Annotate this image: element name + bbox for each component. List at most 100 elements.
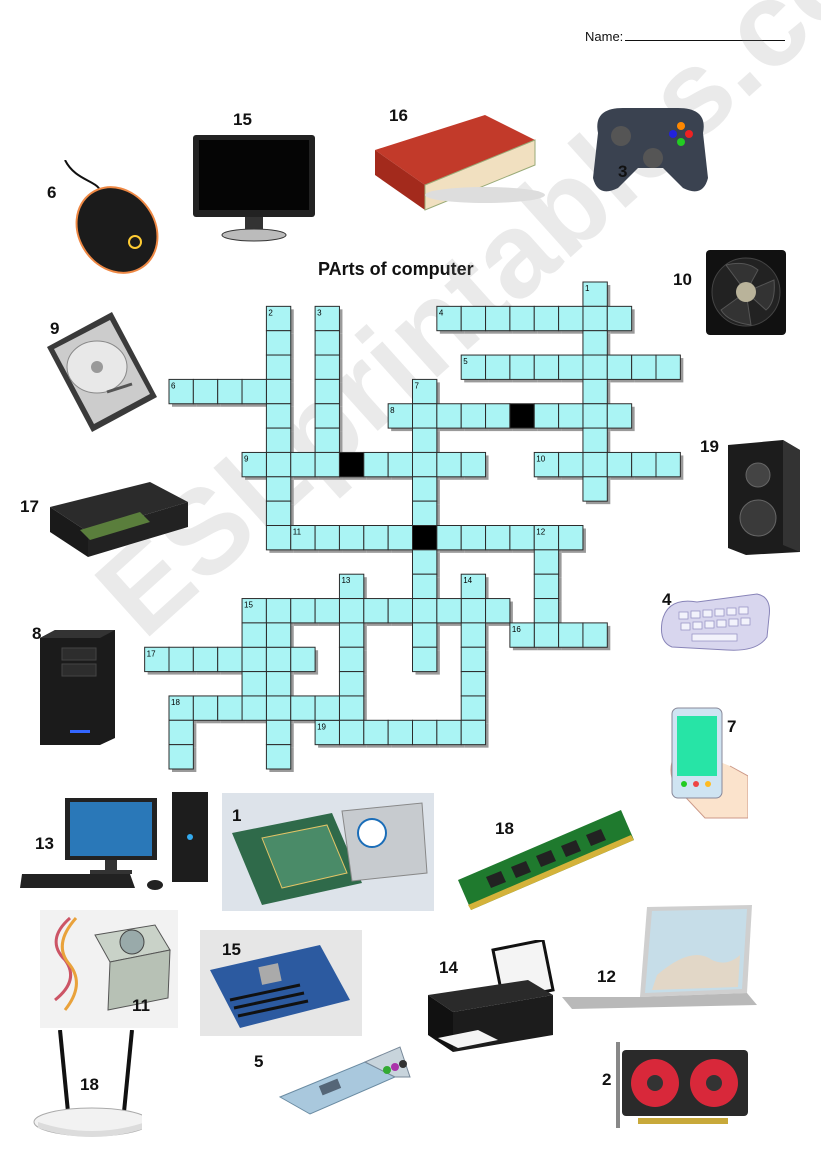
crossword-cell[interactable] xyxy=(387,719,413,746)
crossword-cell[interactable] xyxy=(314,403,340,429)
crossword-cell[interactable] xyxy=(582,354,608,380)
crossword-cell[interactable] xyxy=(241,671,267,697)
crossword-cell[interactable] xyxy=(582,476,608,502)
crossword-cell[interactable] xyxy=(265,525,292,551)
crossword-cell[interactable] xyxy=(265,622,292,648)
crossword-cell[interactable] xyxy=(290,451,316,478)
crossword-cell[interactable] xyxy=(655,451,681,478)
crossword-cell[interactable] xyxy=(460,354,487,380)
crossword-cell[interactable] xyxy=(314,525,340,551)
crossword-cell[interactable] xyxy=(631,354,657,380)
crossword-cell[interactable] xyxy=(533,573,560,600)
crossword-cell[interactable] xyxy=(265,476,292,502)
crossword-cell[interactable] xyxy=(485,598,511,624)
crossword-cell[interactable] xyxy=(265,354,292,380)
crossword-cell[interactable] xyxy=(485,525,511,551)
crossword-cell[interactable] xyxy=(314,719,340,746)
crossword-cell[interactable] xyxy=(436,403,462,429)
crossword-cell[interactable] xyxy=(314,451,340,478)
crossword-cell[interactable] xyxy=(265,500,292,526)
crossword-cell[interactable] xyxy=(338,695,365,721)
crossword-cell[interactable] xyxy=(338,671,365,697)
crossword-cell[interactable] xyxy=(338,525,365,551)
crossword-cell[interactable] xyxy=(363,719,389,746)
crossword-cell[interactable] xyxy=(558,525,584,551)
crossword-cell[interactable] xyxy=(533,403,560,429)
crossword-cell[interactable] xyxy=(412,719,438,746)
crossword-cell[interactable] xyxy=(485,403,511,429)
crossword-cell[interactable] xyxy=(168,378,194,405)
crossword-cell[interactable] xyxy=(168,719,194,746)
crossword-cell[interactable] xyxy=(460,403,487,429)
crossword-cell[interactable] xyxy=(241,451,267,478)
crossword-cell[interactable] xyxy=(582,281,608,307)
crossword-cell[interactable] xyxy=(460,719,487,746)
crossword-cell[interactable] xyxy=(290,598,316,624)
crossword-cell[interactable] xyxy=(265,744,292,770)
crossword-cell[interactable] xyxy=(363,451,389,478)
crossword-cell[interactable] xyxy=(290,525,316,551)
crossword-cell[interactable] xyxy=(314,427,340,453)
crossword-cell[interactable] xyxy=(265,330,292,356)
crossword-cell[interactable] xyxy=(412,646,438,673)
crossword-cell[interactable] xyxy=(436,525,462,551)
crossword-cell[interactable] xyxy=(533,305,560,332)
crossword-cell[interactable] xyxy=(533,354,560,380)
crossword-cell[interactable] xyxy=(533,549,560,575)
crossword-cell[interactable] xyxy=(655,354,681,380)
crossword-cell[interactable] xyxy=(436,451,462,478)
crossword-cell[interactable] xyxy=(338,598,365,624)
crossword-cell[interactable] xyxy=(582,622,608,648)
crossword-cell[interactable] xyxy=(460,671,487,697)
crossword-cell[interactable] xyxy=(460,305,487,332)
crossword-cell[interactable] xyxy=(582,427,608,453)
crossword-cell[interactable] xyxy=(314,330,340,356)
crossword-cell[interactable] xyxy=(217,378,243,405)
crossword-cell[interactable] xyxy=(265,427,292,453)
crossword-cell[interactable] xyxy=(412,573,438,600)
crossword-cell[interactable] xyxy=(314,695,340,721)
crossword-cell[interactable] xyxy=(485,305,511,332)
crossword-cell[interactable] xyxy=(412,500,438,526)
crossword-cell[interactable] xyxy=(387,598,413,624)
crossword-cell[interactable] xyxy=(387,451,413,478)
crossword-cell[interactable] xyxy=(363,525,389,551)
crossword-cell[interactable] xyxy=(412,403,438,429)
crossword-cell[interactable] xyxy=(265,378,292,405)
crossword-cell[interactable] xyxy=(265,646,292,673)
name-field[interactable]: Name: xyxy=(585,28,786,44)
crossword-cell[interactable] xyxy=(290,695,316,721)
crossword-cell[interactable] xyxy=(265,671,292,697)
crossword-cell[interactable] xyxy=(338,573,365,600)
crossword-cell[interactable] xyxy=(338,646,365,673)
crossword-cell[interactable] xyxy=(387,525,413,551)
crossword-cell[interactable] xyxy=(265,598,292,624)
crossword-cell[interactable] xyxy=(485,354,511,380)
crossword-cell[interactable] xyxy=(241,378,267,405)
crossword-cell[interactable] xyxy=(217,646,243,673)
crossword-cell[interactable] xyxy=(460,598,487,624)
crossword-cell[interactable] xyxy=(265,403,292,429)
crossword-cell[interactable] xyxy=(192,695,219,721)
crossword-cell[interactable] xyxy=(533,622,560,648)
crossword-cell[interactable] xyxy=(217,695,243,721)
crossword-cell[interactable] xyxy=(631,451,657,478)
crossword-cell[interactable] xyxy=(241,646,267,673)
crossword-cell[interactable] xyxy=(558,451,584,478)
crossword-cell[interactable] xyxy=(460,646,487,673)
crossword-cell[interactable] xyxy=(582,305,608,332)
crossword-cell[interactable] xyxy=(460,525,487,551)
crossword-cell[interactable] xyxy=(192,646,219,673)
crossword-cell[interactable] xyxy=(412,451,438,478)
crossword-cell[interactable] xyxy=(412,549,438,575)
crossword-cell[interactable] xyxy=(241,695,267,721)
crossword-cell[interactable] xyxy=(290,646,316,673)
crossword-cell[interactable] xyxy=(460,622,487,648)
crossword-cell[interactable] xyxy=(314,354,340,380)
crossword-cell[interactable] xyxy=(606,451,633,478)
crossword-cell[interactable] xyxy=(460,451,487,478)
crossword-cell[interactable] xyxy=(533,598,560,624)
crossword-cell[interactable] xyxy=(582,451,608,478)
crossword-cell[interactable] xyxy=(533,451,560,478)
crossword-cell[interactable] xyxy=(265,719,292,746)
